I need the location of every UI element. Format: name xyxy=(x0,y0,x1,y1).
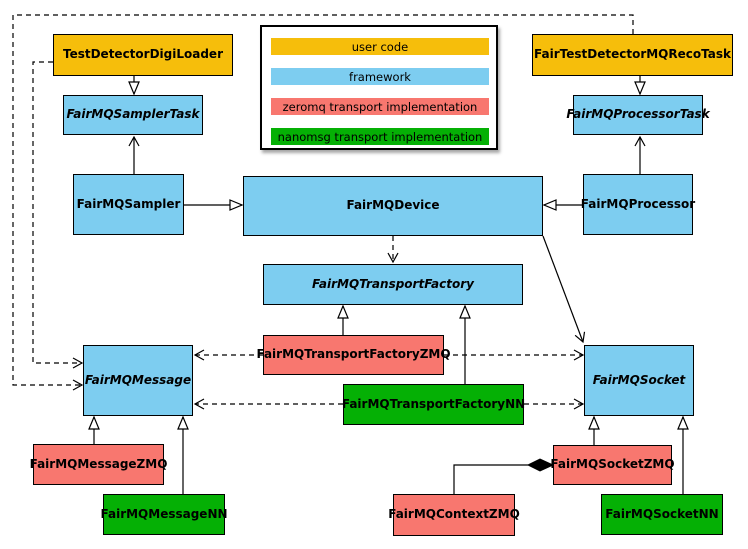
class-fairmqsamplertask: FairMQSamplerTask xyxy=(63,95,203,135)
dependency-arrow-digiloader-message xyxy=(32,61,84,369)
legend-item-nanomsg: nanomsg transport implementation xyxy=(271,128,489,145)
class-fairmqsocketnn: FairMQSocketNN xyxy=(601,494,723,535)
legend-item-zeromq: zeromq transport implementation xyxy=(271,98,489,115)
class-fairmqprocessor: FairMQProcessor xyxy=(581,174,695,235)
class-fairtestdetectormqrecotask: FairTestDetectorMQRecoTask xyxy=(532,34,733,76)
composition-diamond-icon xyxy=(526,458,555,472)
class-fairmqsampler: FairMQSampler xyxy=(73,174,184,235)
class-fairmqsocketzmq: FairMQSocketZMQ xyxy=(550,445,675,485)
dependency-arrow-recotask-message xyxy=(12,14,634,391)
class-fairmqdevice: FairMQDevice xyxy=(243,176,543,236)
class-fairmqmessagenn: FairMQMessageNN xyxy=(100,494,228,535)
legend: user code framework zeromq transport imp… xyxy=(260,25,498,150)
composition-line-contextzmq-socketzmq xyxy=(453,464,528,494)
class-fairmqcontextzmq: FairMQContextZMQ xyxy=(388,494,520,536)
class-fairmqtransportfactorynn: FairMQTransportFactoryNN xyxy=(342,384,525,425)
class-fairmqtransportfactoryzmq: FairMQTransportFactoryZMQ xyxy=(256,335,451,375)
class-fairmqtransportfactory: FairMQTransportFactory xyxy=(263,264,523,305)
class-fairmqprocessortask: FairMQProcessorTask xyxy=(566,95,710,135)
class-fairmqmessage: FairMQMessage xyxy=(83,345,193,416)
legend-item-user-code: user code xyxy=(271,38,489,55)
association-arrow-device-socket xyxy=(542,235,586,344)
class-fairmqsocket: FairMQSocket xyxy=(584,345,694,416)
legend-item-framework: framework xyxy=(271,68,489,85)
class-fairmqmessagezmq: FairMQMessageZMQ xyxy=(30,444,167,485)
class-testdetectordigiloader: TestDetectorDigiLoader xyxy=(53,34,233,76)
